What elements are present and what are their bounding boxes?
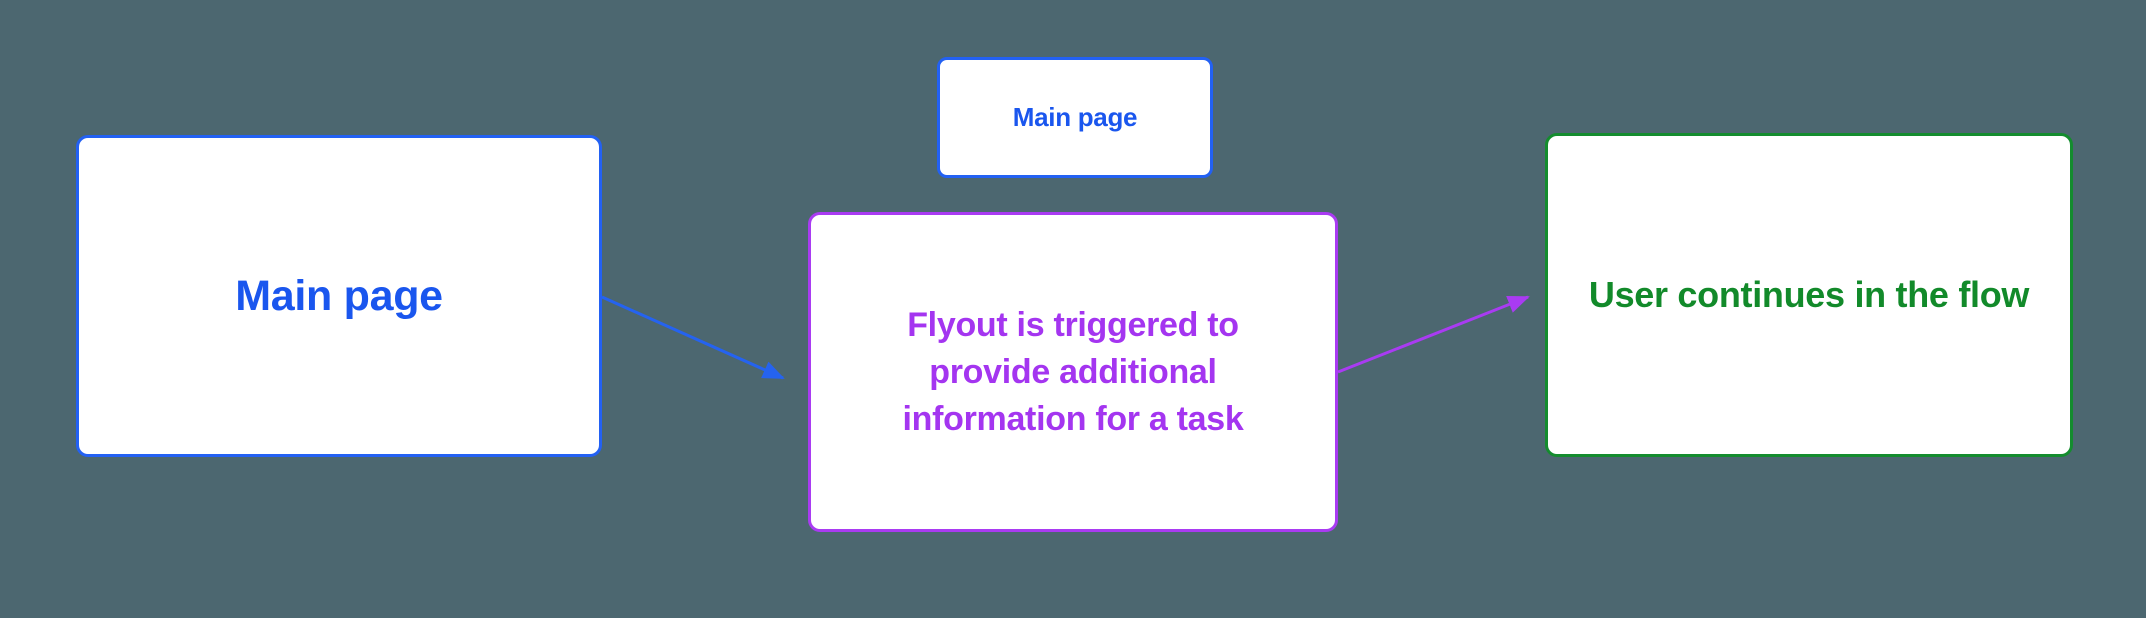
node-flyout: Flyout is triggered to provide additiona… [808, 212, 1338, 532]
node-main-page-small-label: Main page [1012, 102, 1138, 132]
node-user-continues-label: User continues in the flow [1588, 274, 2030, 315]
node-main-page-small: Main page [937, 57, 1213, 178]
connector-flyout-to-continue [1337, 295, 1530, 374]
node-user-continues: User continues in the flow [1545, 133, 2073, 457]
node-main-page: Main page [76, 135, 602, 457]
node-flyout-label: Flyout is triggered to provide additiona… [902, 305, 1244, 438]
connector-main-to-flyout [601, 295, 785, 380]
node-main-page-label: Main page [235, 271, 443, 320]
